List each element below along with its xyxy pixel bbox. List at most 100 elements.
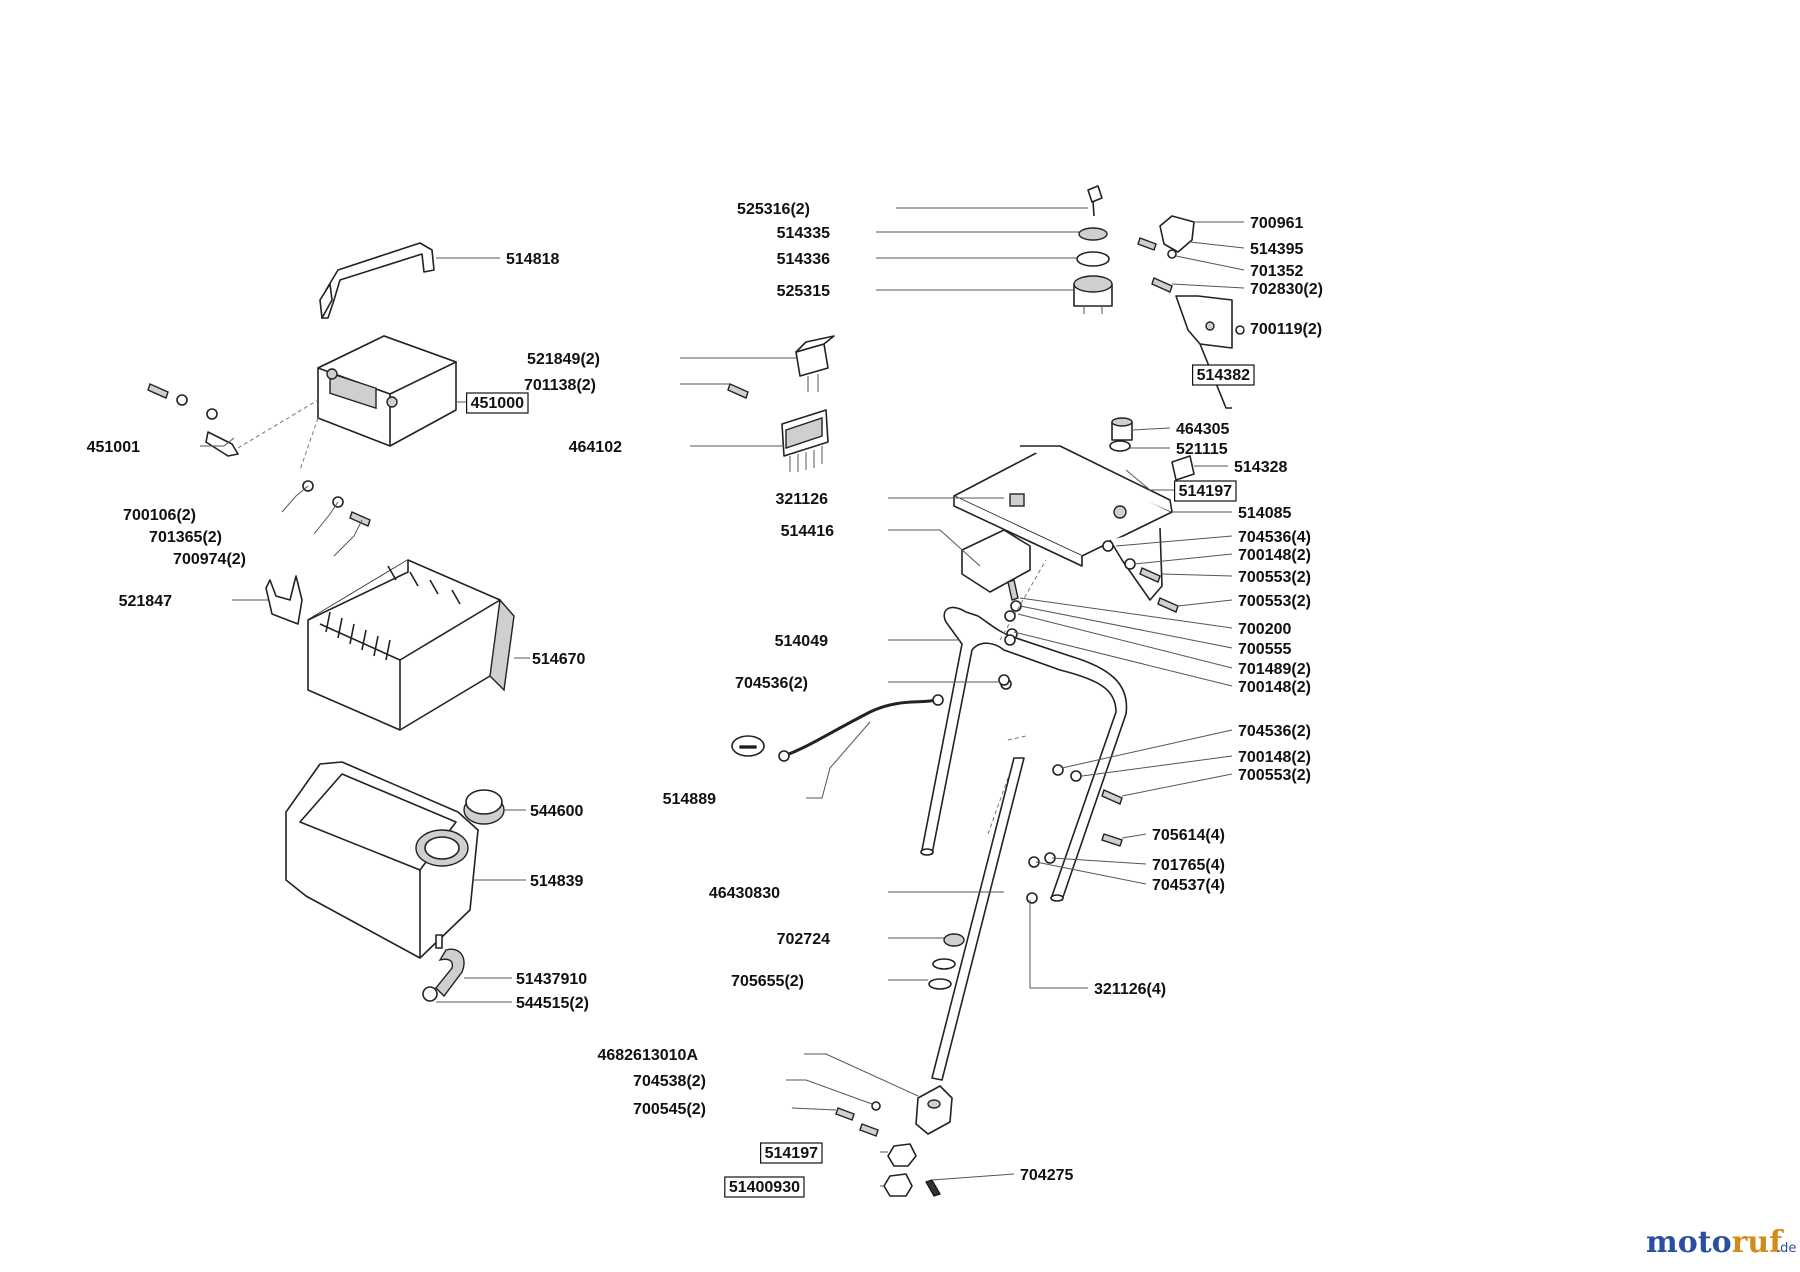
part-label: 705655(2) [731,973,804,990]
part-label: 701352 [1250,263,1303,280]
ignition-key-part [1087,185,1103,217]
ignition-nut-part [1076,251,1110,267]
boxed-label-frame [760,1142,823,1164]
part-label: 514085 [1238,505,1291,522]
part-label: 700974(2) [173,551,246,568]
battery-part [317,335,457,447]
logo-suffix: .de [1776,1241,1796,1256]
part-label: 4682613010A [597,1047,698,1064]
battery-clip-part [265,575,303,625]
part-label: 514336 [777,251,830,268]
fuel-hose-part [435,948,465,998]
part-label: 514335 [777,225,830,242]
part-label: 700106(2) [123,507,196,524]
boxed-label-frame [1192,364,1255,386]
part-label: 464102 [569,439,622,456]
switch-screw-part [1137,237,1157,251]
part-label: 525316(2) [737,201,810,218]
steering-bracket-part [915,1085,953,1135]
shaft-nut-part [943,933,965,947]
shaft-washer-part [932,958,956,970]
part-label: 51400930 [729,1179,800,1196]
hb-nut-part [1052,764,1064,776]
part-label: 514382 [1197,367,1250,384]
part-label: 704536(2) [1238,723,1311,740]
hose-clamp-part [422,986,438,1002]
battery-cable-part [731,694,944,762]
fuel-cap-part [463,789,505,825]
part-label: 514670 [532,651,585,668]
part-label: 702830(2) [1250,281,1323,298]
part-label: 701765(4) [1152,857,1225,874]
boxed-label-frame [724,1176,805,1198]
part-label: 514049 [775,633,828,650]
part-label: 700553(2) [1238,767,1311,784]
bracket-nut-part [1235,325,1245,335]
boxed-label-frame [466,392,529,414]
part-label: 700119(2) [1250,321,1322,338]
part-label: 700200 [1238,621,1291,638]
fuse-block-part [781,409,829,472]
part-label: 701138(2) [524,377,596,394]
bracket-nut-b-part [887,1143,917,1167]
part-label: 321126(4) [1094,981,1166,998]
boxed-label-frame [1174,480,1237,502]
part-label: 514197 [765,1145,818,1162]
part-label: 700961 [1250,215,1303,232]
part-label: 521849(2) [527,351,600,368]
bracket-screw-part [1151,277,1173,293]
switch-nut-part [1167,249,1177,259]
panel-nut-part [1102,540,1114,552]
bracket-bolt-part [835,1107,855,1121]
part-label: 705614(4) [1152,827,1225,844]
part-label: 451000 [471,395,524,412]
hb-nut-e-part [1004,610,1016,622]
gear-pin-part [925,1179,941,1197]
part-label: 321126 [775,491,828,508]
part-label: 702724 [777,931,830,948]
panel-bolt-b-part [1157,597,1179,613]
part-label: 700148(2) [1238,749,1311,766]
battery-tray-part [307,559,515,731]
svg-text:motoruf: motoruf [1646,1225,1784,1260]
part-label: 544515(2) [516,995,589,1012]
panel-mount-part [961,529,1031,593]
ignition-washer-part [1078,227,1108,241]
part-label: 514889 [663,791,716,808]
switch-part [1159,215,1195,253]
logo-part-b: ruf [1732,1225,1785,1260]
panel-washer-b-part [1124,558,1136,570]
part-label: 700148(2) [1238,679,1311,696]
part-label: 704537(4) [1152,877,1225,894]
motoruf-logo: motoruf .de [1646,1225,1796,1260]
shaft-washer-b-part [928,978,952,990]
part-label: 700553(2) [1238,569,1311,586]
part-label: 451001 [87,439,140,456]
hb-bolt-part [1101,789,1123,805]
mount-bolt-part [1007,579,1019,601]
part-label: 544600 [530,803,583,820]
panel-bolt-part [1139,567,1161,583]
hb-bolt-b-part [1101,833,1123,847]
part-label: 51437910 [516,971,587,988]
fuel-tank-part [285,761,479,959]
panel-washer-part [1109,440,1131,452]
hb-washer-part [1070,770,1082,782]
part-label: 701489(2) [1238,661,1311,678]
hb-washer-c-part [1004,634,1016,646]
part-label: 704538(2) [633,1073,706,1090]
part-labels: 514818 451000 451001 700106(2) 701365(2) 7009… [87,201,1323,1198]
steering-gear-part [883,1173,913,1197]
switch-bracket-part [1175,295,1233,409]
ignition-switch-part [1073,275,1113,314]
part-label: 701365(2) [149,529,222,546]
part-label: 464305 [1176,421,1229,438]
relay-screw-part [727,383,749,399]
part-label: 46430830 [709,885,780,902]
part-label: 514818 [506,251,559,268]
hb-nut-b-part [1028,856,1040,868]
part-label: 700148(2) [1238,547,1311,564]
logo-part-a: moto [1646,1225,1732,1260]
part-label: 521115 [1176,441,1228,458]
part-label: 700545(2) [633,1101,706,1118]
